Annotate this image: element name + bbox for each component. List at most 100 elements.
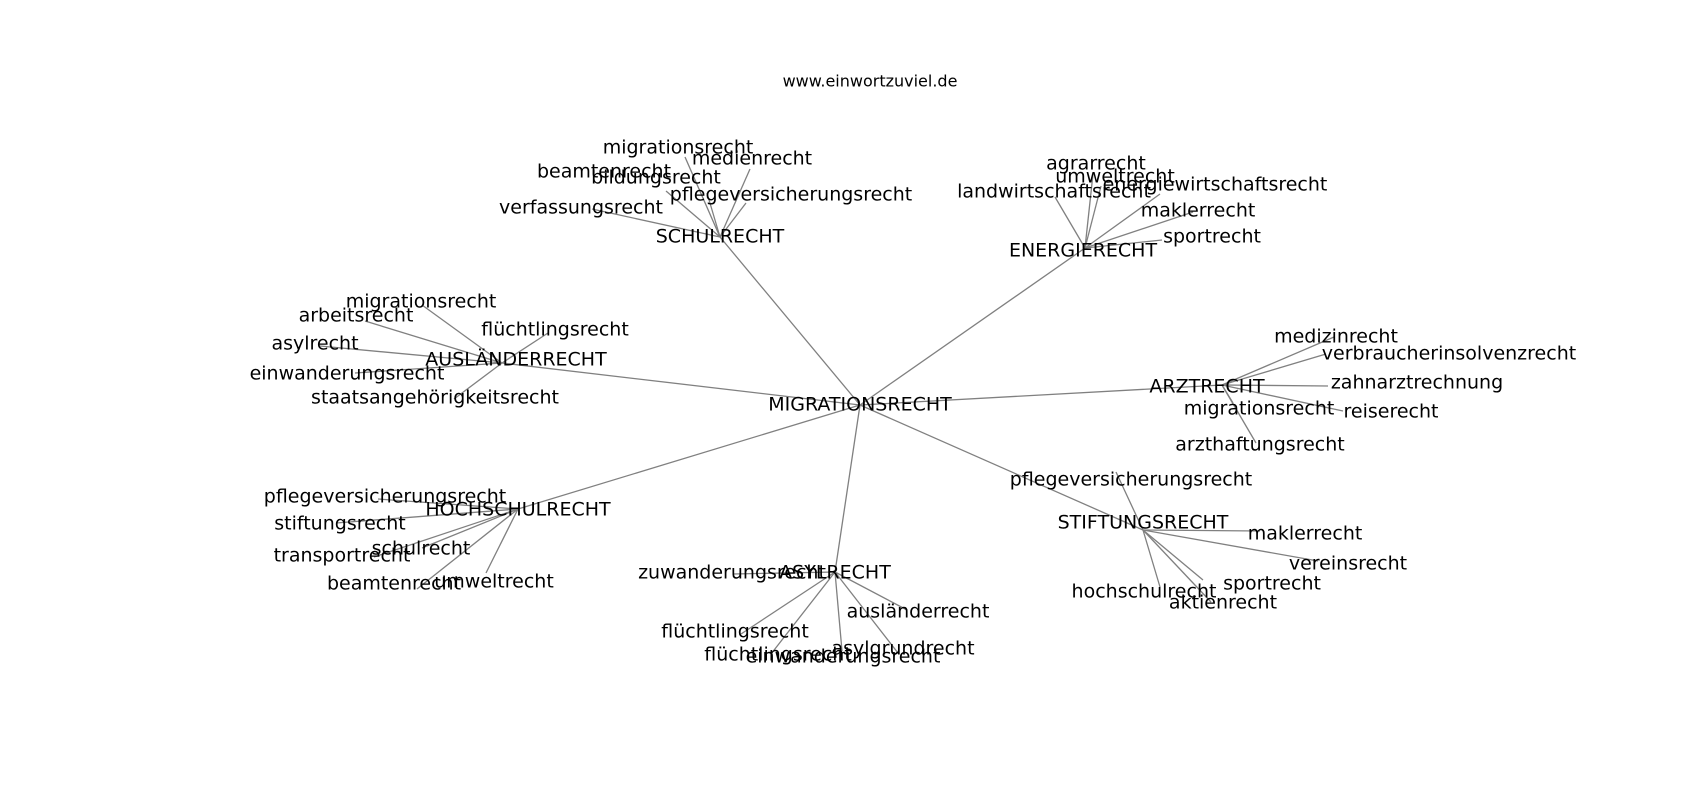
leaf-node-label: schulrecht — [372, 538, 471, 560]
edge-hub-leaf — [1084, 173, 1094, 249]
leaf-node-label: staatsangehörigkeitsrecht — [311, 387, 559, 409]
leaf-node-label: zuwanderungsrecht — [638, 562, 826, 584]
edge-hub-leaf — [319, 345, 503, 364]
label-layer: migrationsrechtmedienrechtbeamtenrechtbi… — [250, 137, 1577, 668]
leaf-node-label: einwanderungsrecht — [250, 363, 445, 385]
leaf-node-label: maklerrecht — [1141, 200, 1256, 222]
edge-hub-leaf — [1084, 211, 1194, 249]
leaf-node-label: flüchtlingsrecht — [704, 644, 852, 666]
edge-hub-leaf — [501, 332, 549, 364]
hub-node-label: ARZTRECHT — [1149, 376, 1265, 398]
leaf-node-label: migrationsrecht — [346, 291, 497, 313]
edge-hub-leaf — [373, 508, 519, 558]
edge-center-hub — [834, 404, 861, 573]
leaf-node-label: stiftungsrecht — [274, 513, 406, 535]
hub-node-label: SCHULRECHT — [656, 226, 785, 248]
edge-hub-leaf — [770, 571, 836, 655]
hub-node-label: HOCHSCHULRECHT — [425, 499, 611, 521]
edge-hub-leaf — [1142, 529, 1204, 581]
leaf-node-label: verbraucherinsolvenzrecht — [1322, 343, 1576, 365]
leaf-node-label: energiewirtschaftsrecht — [1103, 174, 1328, 196]
credit-text: www.einwortzuviel.de — [783, 72, 958, 91]
edge-hub-leaf — [453, 362, 503, 400]
leaf-node-label: migrationsrecht — [1184, 398, 1335, 420]
leaf-node-label: bildungsrecht — [591, 167, 721, 189]
edge-center-hub — [719, 236, 861, 406]
edge-hub-leaf — [1142, 529, 1319, 562]
leaf-node-label: verfassungsrecht — [499, 197, 663, 219]
leaf-node-label: einwanderungsrecht — [746, 646, 941, 668]
edge-layer — [319, 156, 1344, 655]
leaf-node-label: landwirtschaftsrecht — [957, 181, 1151, 203]
leaf-node-label: arzthaftungsrecht — [1175, 434, 1344, 456]
edge-hub-leaf — [354, 362, 503, 374]
hub-node-label: ASYLRECHT — [779, 562, 891, 584]
leaf-node-label: aktienrecht — [1169, 592, 1277, 614]
edge-hub-leaf — [1084, 185, 1102, 249]
edge-hub-leaf — [416, 508, 519, 590]
edge-hub-leaf — [719, 202, 747, 238]
leaf-node-label: umweltrecht — [1055, 166, 1175, 188]
leaf-node-label: ausländerrecht — [847, 601, 990, 623]
edge-hub-leaf — [364, 320, 503, 364]
edge-hub-leaf — [1221, 384, 1257, 444]
edge-hub-leaf — [1142, 529, 1261, 532]
edge-hub-leaf — [719, 168, 751, 238]
leaf-node-label: vereinsrecht — [1289, 553, 1407, 575]
edge-center-hub — [501, 362, 861, 406]
hub-node-label: ENERGIERECHT — [1009, 240, 1158, 262]
leaf-node-label: reiserecht — [1344, 401, 1439, 423]
edge-center-hub — [517, 404, 861, 510]
edge-hub-leaf — [1084, 239, 1163, 249]
leaf-node-label: asylgrundrecht — [831, 638, 974, 660]
edge-hub-leaf — [665, 190, 721, 238]
edge-center-hub — [859, 247, 1086, 406]
edge-hub-leaf — [1084, 193, 1161, 249]
edge-hub-leaf — [1221, 336, 1335, 386]
leaf-node-label: umweltrecht — [434, 571, 554, 593]
edge-hub-leaf — [377, 498, 519, 510]
leaf-node-label: migrationsrecht — [603, 137, 754, 159]
edge-hub-leaf — [1142, 529, 1161, 588]
leaf-node-label: maklerrecht — [1248, 523, 1363, 545]
edge-hub-leaf — [834, 571, 908, 611]
edge-hub-leaf — [684, 156, 721, 238]
hub-node-label: STIFTUNGSRECHT — [1058, 512, 1229, 534]
edge-center-hub — [859, 384, 1223, 406]
leaf-node-label: sportrecht — [1223, 573, 1321, 595]
leaf-node-label: pflegeversicherungsrecht — [1010, 469, 1252, 491]
leaf-node-label: beamtenrecht — [537, 161, 671, 183]
edge-hub-leaf — [732, 571, 836, 575]
leaf-node-label: beamtenrecht — [327, 573, 461, 595]
edge-hub-leaf — [1221, 384, 1329, 387]
leaf-node-label: pflegeversicherungsrecht — [264, 486, 506, 508]
leaf-node-label: agrarrecht — [1046, 153, 1146, 175]
edge-center-hub — [859, 404, 1144, 531]
edge-hub-leaf — [421, 304, 503, 364]
edge-hub-leaf — [1221, 353, 1327, 386]
leaf-node-label: arbeitsrecht — [299, 305, 414, 327]
edge-hub-leaf — [706, 192, 721, 238]
edge-hub-leaf — [485, 508, 519, 574]
edge-hub-leaf — [740, 571, 836, 635]
leaf-node-label: transportrecht — [274, 545, 411, 567]
hub-node-label: AUSLÄNDERRECHT — [425, 348, 607, 371]
edge-hub-leaf — [421, 508, 519, 549]
edge-hub-leaf — [1115, 471, 1144, 531]
leaf-node-label: asylrecht — [271, 333, 358, 355]
edge-hub-leaf — [834, 571, 843, 652]
leaf-node-label: medienrecht — [692, 148, 812, 170]
edge-hub-leaf — [1221, 384, 1344, 412]
leaf-node-label: hochschulrecht — [1072, 581, 1217, 603]
leaf-node-label: flüchtlingsrecht — [661, 621, 809, 643]
leaf-node-label: pflegeversicherungsrecht — [670, 184, 912, 206]
leaf-node-label: medizinrecht — [1274, 326, 1398, 348]
edge-hub-leaf — [591, 208, 721, 238]
edge-hub-leaf — [1054, 196, 1086, 249]
leaf-node-label: zahnarztrechnung — [1331, 372, 1503, 394]
edge-hub-leaf — [834, 571, 899, 654]
center-node-label: MIGRATIONSRECHT — [768, 394, 952, 416]
edge-hub-leaf — [335, 508, 519, 524]
leaf-node-label: sportrecht — [1163, 226, 1261, 248]
